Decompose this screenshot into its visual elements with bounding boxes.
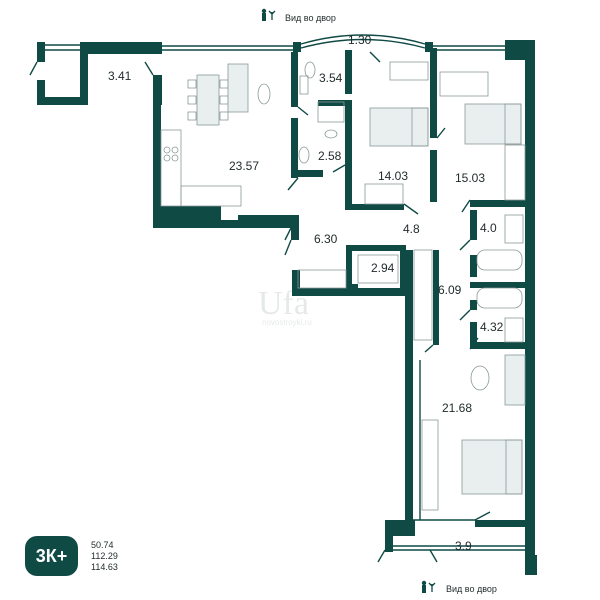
bed [461,439,523,495]
bed [464,103,522,145]
room-area-storage: 2.94 [371,261,395,275]
room-area-bathroom-small: 2.58 [318,149,342,163]
room-area-bedroom-1: 14.03 [378,169,408,183]
room-area-hall: 6.30 [314,232,338,246]
room-area-bathroom-2: 4.32 [480,320,504,334]
room-area-balcony-bottom: 3.9 [455,539,472,553]
person-with-plant-icon [261,8,276,21]
total-area-with-balconies: 114.63 [91,562,118,572]
bed [369,107,429,147]
room-area-master-bedroom: 21.68 [442,401,472,415]
apartment-type-label: 3К+ [35,545,68,566]
bathtub [476,249,523,271]
apartment-type-badge: 3К+ [25,536,78,576]
room-area-balcony-left: 3.41 [108,69,132,83]
sofa [227,63,249,113]
bathtub [476,287,523,309]
svg-text:novostroyki.ru: novostroyki.ru [262,318,312,327]
room-area-balcony-top: 1.30 [348,33,372,47]
room-area-bathroom-1: 4.0 [480,221,497,235]
walls [37,40,537,575]
room-area-toilet: 3.54 [319,71,343,85]
view-label-bottom: Вид во двор [446,584,497,594]
view-label-top: Вид во двор [285,13,336,23]
dining-table [196,74,220,126]
room-area-corridor-2: 6.09 [438,283,462,297]
furniture [160,61,526,511]
kitchen-counter [160,129,182,207]
area-summary: 50.74 112.29 114.63 [91,540,118,573]
doors [29,51,491,563]
room-area-bedroom-2: 15.03 [455,171,485,185]
living-area: 50.74 [91,540,114,550]
person-with-plant-icon [421,580,436,593]
windows [45,34,525,551]
room-area-living-kitchen: 23.57 [229,159,259,173]
total-area: 112.29 [91,551,118,561]
room-area-corridor: 4.8 [403,222,420,236]
toilet-bowl [304,61,316,79]
